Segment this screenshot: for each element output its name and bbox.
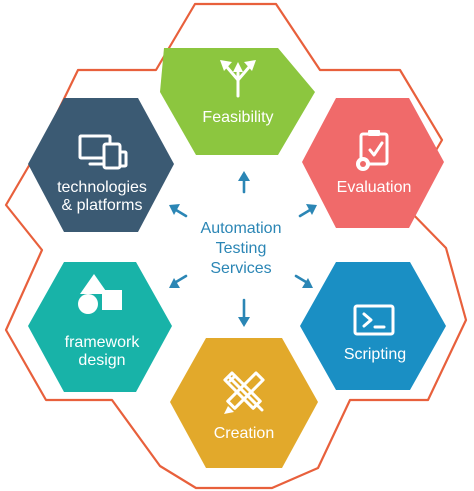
hex-technologies-label-line1: technologies — [57, 179, 147, 196]
arrow-to-framework-design — [169, 274, 188, 288]
diverging-arrows-icon — [220, 60, 256, 98]
center-title-line2: Testing — [216, 240, 267, 257]
devices-icon — [78, 134, 128, 170]
hex-technologies-label-line2: & platforms — [62, 197, 143, 214]
hex-framework-shape — [28, 262, 172, 392]
arrow-to-evaluation — [298, 204, 317, 218]
center-title-line3: Services — [210, 260, 271, 277]
hex-creation-shape — [170, 338, 318, 468]
hex-evaluation[interactable]: Evaluation — [302, 98, 444, 228]
center-title-line1: Automation — [201, 220, 282, 237]
arrow-to-feasibility — [238, 171, 250, 194]
hex-feasibility-label: Feasibility — [202, 109, 273, 126]
hex-feasibility[interactable]: Feasibility — [160, 48, 315, 155]
hex-scripting-label: Scripting — [344, 346, 406, 363]
hex-scripting-shape — [300, 262, 446, 390]
hex-scripting[interactable]: Scripting — [300, 262, 446, 390]
terminal-icon — [353, 304, 395, 336]
arrow-to-technologies-platforms — [169, 204, 188, 218]
hex-technologies-platforms[interactable]: technologies & platforms — [28, 98, 174, 232]
clipboard-gear-icon — [356, 130, 389, 171]
hex-evaluation-label: Evaluation — [337, 179, 412, 196]
pencil-ruler-icon — [223, 371, 265, 414]
hex-framework-design[interactable]: framework design — [28, 262, 172, 392]
shapes-icon — [78, 274, 122, 314]
hex-framework-label-line2: design — [78, 352, 125, 369]
outer-outline — [4, 2, 468, 490]
hex-creation[interactable]: Creation — [170, 338, 318, 468]
arrow-to-scripting — [294, 274, 313, 288]
arrow-to-creation — [238, 298, 250, 327]
hex-feasibility-shape — [160, 48, 315, 155]
hex-creation-label: Creation — [214, 425, 274, 442]
hex-framework-label-line1: framework — [65, 334, 141, 351]
center-title: Automation Testing Services — [201, 220, 282, 277]
